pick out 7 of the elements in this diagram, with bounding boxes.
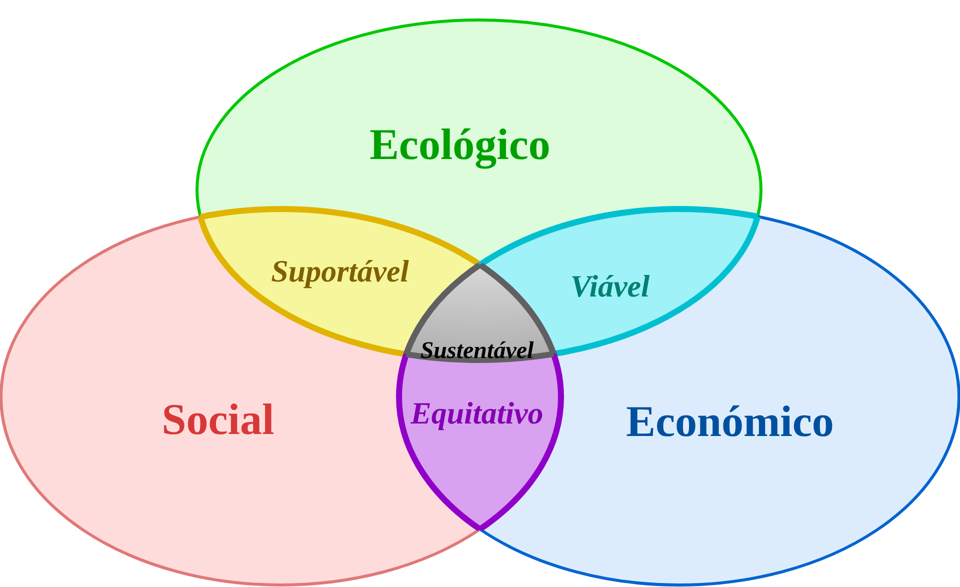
region-label: Económico: [626, 400, 834, 444]
region-label: Suportável: [271, 256, 409, 286]
region-label: Equitativo: [410, 398, 544, 428]
region-label: Viável: [570, 270, 650, 302]
region-label: Sustentável: [420, 339, 534, 363]
region-label: Social: [162, 398, 274, 442]
region-label: Ecológico: [370, 123, 550, 167]
